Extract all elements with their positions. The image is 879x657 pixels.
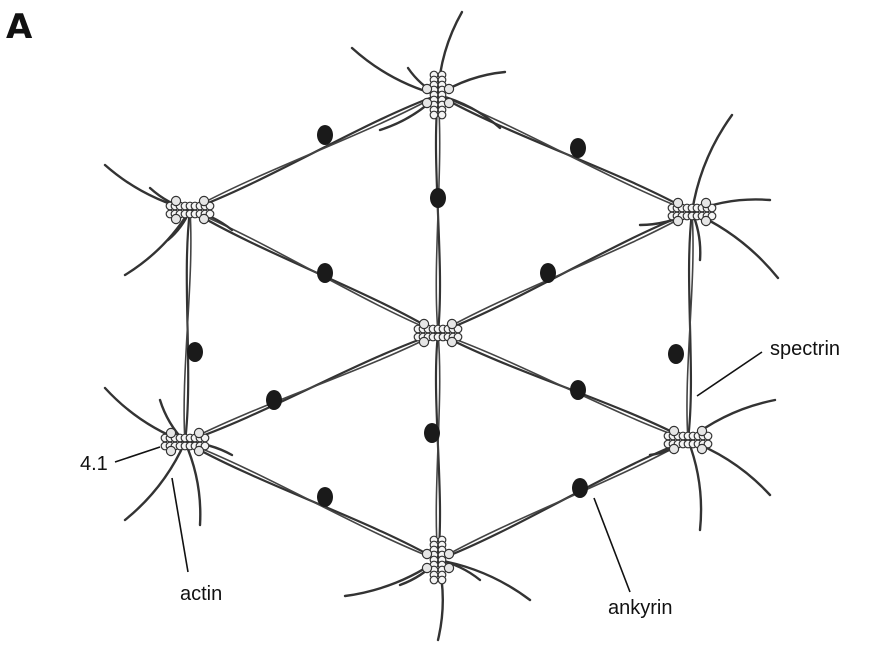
protein-4-1-bead [199, 196, 208, 205]
actin-junction [422, 536, 453, 584]
protein-4-1-bead [444, 563, 453, 572]
actin-subunit [438, 111, 446, 119]
ankyrin-dot [570, 380, 586, 400]
spectrin-strand [190, 95, 438, 210]
spectrin-strand [190, 210, 438, 333]
spectrin-strand [438, 212, 692, 333]
band41-leader-line [115, 447, 160, 462]
junctional-complexes [161, 71, 716, 584]
panel-letter: A [6, 7, 33, 47]
ankyrin-leader-line [594, 498, 630, 592]
actin-subunit [430, 576, 438, 584]
protein-4-1-bead [199, 214, 208, 223]
protein-4-1-bead [422, 549, 431, 558]
protein-4-1-bead [444, 84, 453, 93]
protein-4-1-bead [669, 444, 678, 453]
actin-subunit [438, 576, 446, 584]
protein-4-1-bead [422, 563, 431, 572]
ankyrin-dot [266, 390, 282, 410]
ankyrin-dot [317, 125, 333, 145]
spectrin-strand [438, 95, 692, 212]
spectrin-strand [185, 333, 438, 442]
protein-4-1-bead [447, 337, 456, 346]
spectrin-free-end [688, 440, 701, 530]
ankyrin-dots [187, 125, 684, 507]
protein-4-1-bead [697, 426, 706, 435]
spectrin-leader-line [697, 352, 762, 396]
ankyrin-dot [572, 478, 588, 498]
actin-label: actin [180, 583, 222, 605]
protein-4-1-bead [701, 216, 710, 225]
protein-4-1-bead [701, 198, 710, 207]
protein-4-1-bead [697, 444, 706, 453]
actin-subunit [430, 111, 438, 119]
spectrin-free-end [125, 442, 185, 520]
ankyrin-dot [424, 423, 440, 443]
ankyrin-label: ankyrin [608, 597, 672, 619]
protein-4-1-bead [166, 446, 175, 455]
protein-4-1-bead [422, 84, 431, 93]
protein-4-1-bead [444, 549, 453, 558]
ankyrin-dot [570, 138, 586, 158]
spectrin-label: spectrin [770, 338, 840, 360]
ankyrin-dot [187, 342, 203, 362]
protein-4-1-bead [673, 216, 682, 225]
protein-4-1-bead [444, 98, 453, 107]
ankyrin-dot [430, 188, 446, 208]
spectrin-strand [438, 333, 688, 440]
protein-4-1-bead [194, 446, 203, 455]
actin-leader-line [172, 478, 188, 572]
protein-4-1-bead [669, 426, 678, 435]
ankyrin-dot [540, 263, 556, 283]
spectrin-strand [438, 440, 688, 560]
ankyrin-dot [317, 487, 333, 507]
protein-4-1-bead [419, 337, 428, 346]
ankyrin-dot [668, 344, 684, 364]
spectrin-strand [185, 442, 438, 560]
protein-4-1-bead [447, 319, 456, 328]
ankyrin-dot [317, 263, 333, 283]
protein-4-1-bead [166, 428, 175, 437]
protein-4-1-bead [171, 214, 180, 223]
protein-4-1-bead [422, 98, 431, 107]
protein-4-1-bead [419, 319, 428, 328]
protein-4-1-bead [171, 196, 180, 205]
actin-junction [422, 71, 453, 119]
band41-label: 4.1 [80, 453, 108, 475]
protein-4-1-bead [673, 198, 682, 207]
spectrin-free-end [692, 115, 732, 212]
protein-4-1-bead [194, 428, 203, 437]
